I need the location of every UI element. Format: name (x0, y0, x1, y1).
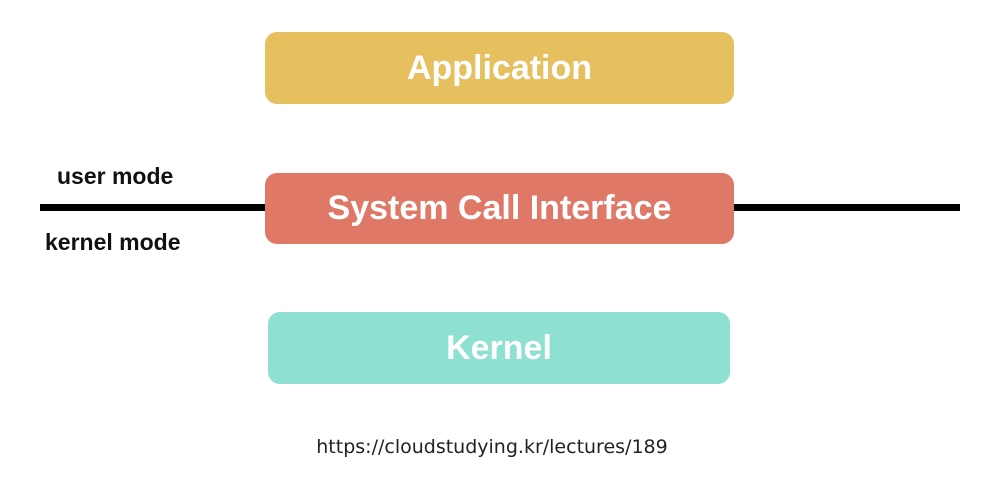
kernel-layer: Kernel (268, 312, 730, 384)
application-layer: Application (265, 32, 734, 104)
system-call-interface-layer: System Call Interface (265, 173, 734, 244)
system-call-interface-label: System Call Interface (327, 189, 672, 227)
kernel-mode-label: kernel mode (45, 229, 181, 255)
source-url: https://cloudstudying.kr/lectures/189 (316, 436, 668, 458)
application-label: Application (406, 48, 593, 87)
kernel-label: Kernel (446, 328, 552, 367)
user-mode-label: user mode (57, 163, 174, 189)
